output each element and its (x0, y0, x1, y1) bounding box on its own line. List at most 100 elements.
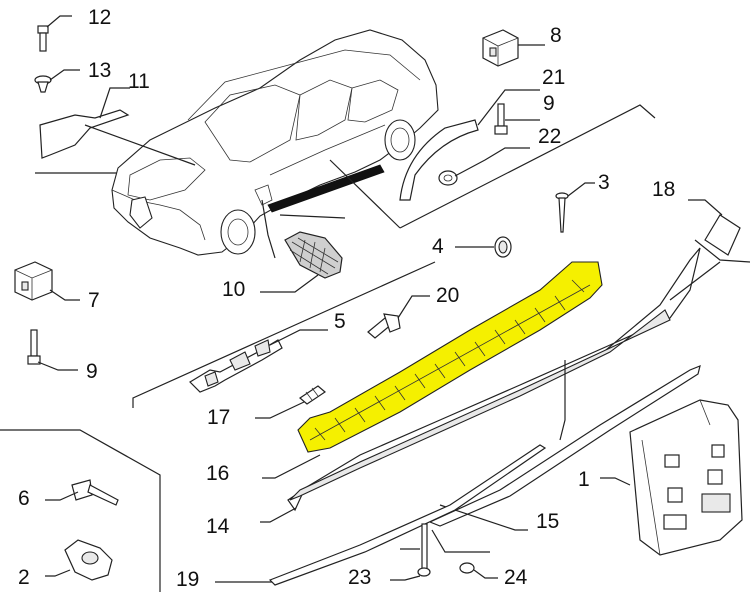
part-24 (459, 562, 498, 579)
part-9-top (494, 103, 540, 135)
callout-23[interactable]: 23 (348, 566, 371, 589)
leader-car-skirt-b (279, 214, 346, 219)
leader-24 (473, 569, 498, 579)
callout-16[interactable]: 16 (206, 462, 229, 485)
washer-24 (459, 562, 475, 574)
part-18 (688, 199, 741, 256)
strip-15 (428, 365, 701, 527)
part-4 (455, 236, 512, 258)
grommet-4-core (498, 240, 508, 254)
callout-11[interactable]: 11 (128, 70, 150, 93)
mesh-grille-10-pattern (289, 237, 339, 275)
part-23 (390, 523, 490, 581)
part-20 (367, 295, 430, 339)
divider-top-right (399, 104, 656, 229)
car-rear-rim (390, 127, 410, 153)
car-roofline (187, 49, 421, 121)
patch-18 (704, 214, 741, 256)
clip-17-ribs (305, 387, 319, 401)
part-11 (39, 87, 196, 166)
trim-19 (268, 444, 547, 586)
leader-21 (477, 89, 540, 126)
callout-14[interactable]: 14 (206, 515, 230, 538)
leader-23 (390, 575, 421, 581)
part-5 (189, 329, 328, 393)
bolt-9b-shank (30, 329, 38, 357)
clip-2-center (81, 551, 99, 565)
car-rear-wheel (384, 119, 416, 161)
callout-1[interactable]: 1 (578, 468, 590, 491)
bolt-9a-shank (497, 103, 505, 127)
callout-5[interactable]: 5 (334, 310, 346, 333)
part-8 (482, 29, 545, 67)
leader-16 (262, 454, 321, 479)
leader-18 (688, 199, 723, 216)
bracket-5-tabs (204, 339, 271, 387)
callout-22[interactable]: 22 (538, 125, 561, 148)
car-front-rim (227, 218, 249, 246)
callout-9-bottom[interactable]: 9 (86, 360, 98, 383)
bolt-12-shank (39, 32, 47, 52)
divider-bottom-left (0, 429, 161, 592)
panel-1-clip-c (707, 469, 723, 485)
car-side-skirt (267, 164, 385, 213)
callout-labels: 12 13 11 8 21 9 22 3 18 4 10 7 20 5 9 17… (18, 6, 675, 591)
callout-6[interactable]: 6 (18, 487, 30, 510)
callout-20[interactable]: 20 (436, 284, 459, 307)
callout-19[interactable]: 19 (176, 568, 199, 591)
callout-4[interactable]: 4 (432, 235, 444, 258)
part-3 (555, 182, 595, 233)
screw-3-shank (558, 197, 566, 233)
cube-8-slot (489, 47, 497, 57)
leader-11-car (84, 124, 196, 166)
callout-24[interactable]: 24 (504, 566, 528, 589)
part-14 (260, 247, 721, 523)
callout-8[interactable]: 8 (550, 24, 562, 47)
callout-3[interactable]: 3 (598, 171, 610, 194)
callout-10[interactable]: 10 (222, 278, 245, 301)
leader-6 (45, 491, 79, 501)
part-11-shape (39, 109, 130, 159)
nut-22 (438, 170, 458, 186)
car-hood-vent (127, 157, 206, 201)
leader-22 (454, 147, 530, 177)
divider-right (694, 239, 750, 263)
cube-8-edges (482, 37, 519, 66)
leader-1 (600, 477, 631, 486)
clip-17 (299, 385, 326, 405)
part-17 (255, 385, 326, 419)
part-13 (34, 69, 80, 93)
part-2 (45, 539, 113, 581)
leader-13 (49, 69, 80, 81)
callout-2[interactable]: 2 (18, 566, 30, 589)
car-bumper-line (111, 189, 206, 241)
divider-mid (132, 261, 436, 408)
panel-1-clip-b (711, 444, 725, 458)
leader-11 (99, 87, 130, 119)
bolt-12-head (37, 25, 49, 34)
callout-21[interactable]: 21 (542, 66, 565, 89)
callout-13[interactable]: 13 (88, 59, 111, 82)
panel-1-clip-d (667, 487, 683, 503)
part-21 (399, 89, 540, 201)
callout-9-top[interactable]: 9 (543, 92, 555, 115)
callout-17[interactable]: 17 (207, 406, 230, 429)
panel-1-clip-a (664, 454, 680, 468)
leader-panel-link (559, 360, 566, 441)
foam-insert-16-ribs (314, 279, 585, 441)
callout-15[interactable]: 15 (536, 510, 559, 533)
nut-22-hole (443, 174, 453, 182)
car-side-vent (254, 184, 273, 206)
leader-20 (397, 295, 430, 319)
arch-21 (399, 119, 479, 201)
callout-7[interactable]: 7 (88, 289, 100, 312)
cube-7-edges (14, 269, 53, 300)
callout-18[interactable]: 18 (652, 178, 675, 201)
car-illustration (111, 29, 439, 259)
sill-molding-14-face (289, 309, 671, 501)
panel-1-bracket (701, 493, 731, 513)
panel-1 (629, 399, 743, 556)
callout-12[interactable]: 12 (88, 6, 111, 29)
leader-car-vent (261, 199, 276, 259)
